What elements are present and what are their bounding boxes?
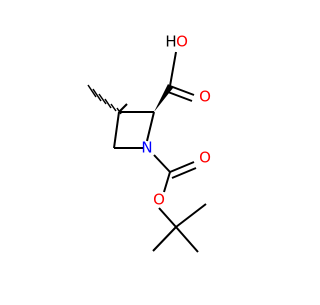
- atom-label-hydroxyl-h: H: [165, 33, 176, 51]
- bond-c-o-double-4: [171, 167, 197, 179]
- atom-label-hydroxyl-o: O: [176, 33, 188, 51]
- bond-c3-c4: [113, 111, 120, 149]
- bond-c-oh: [169, 51, 177, 87]
- bond-c-o-double-3: [169, 161, 195, 173]
- solid-wedge-carboxyl: [154, 84, 173, 112]
- bond-c2-c3: [118, 103, 128, 113]
- atom-label-carboxyl-o: O: [199, 88, 211, 106]
- bond-c-o-double-1: [169, 85, 195, 96]
- bond-c-oester: [163, 171, 171, 193]
- molecule-structure: H O O N O O: [87, 33, 211, 253]
- atom-label-ester-o: O: [153, 191, 165, 209]
- bond-tbu-ch3-a: [175, 203, 207, 228]
- atom-label-carbamate-o: O: [199, 149, 211, 167]
- bond-n1-c2: [146, 111, 155, 142]
- bond-tbu-ch3-b: [175, 226, 199, 253]
- structure-canvas: H O O N O O: [87, 33, 211, 253]
- bond-n-carbonyl: [153, 154, 171, 173]
- bond-tbu-ch3-c: [152, 226, 177, 252]
- bond-c-o-double-2: [167, 91, 193, 102]
- hashed-wedge-methyl: [87, 84, 122, 115]
- atom-label-ring-n: N: [141, 139, 152, 157]
- bond-o-tbu: [158, 207, 177, 228]
